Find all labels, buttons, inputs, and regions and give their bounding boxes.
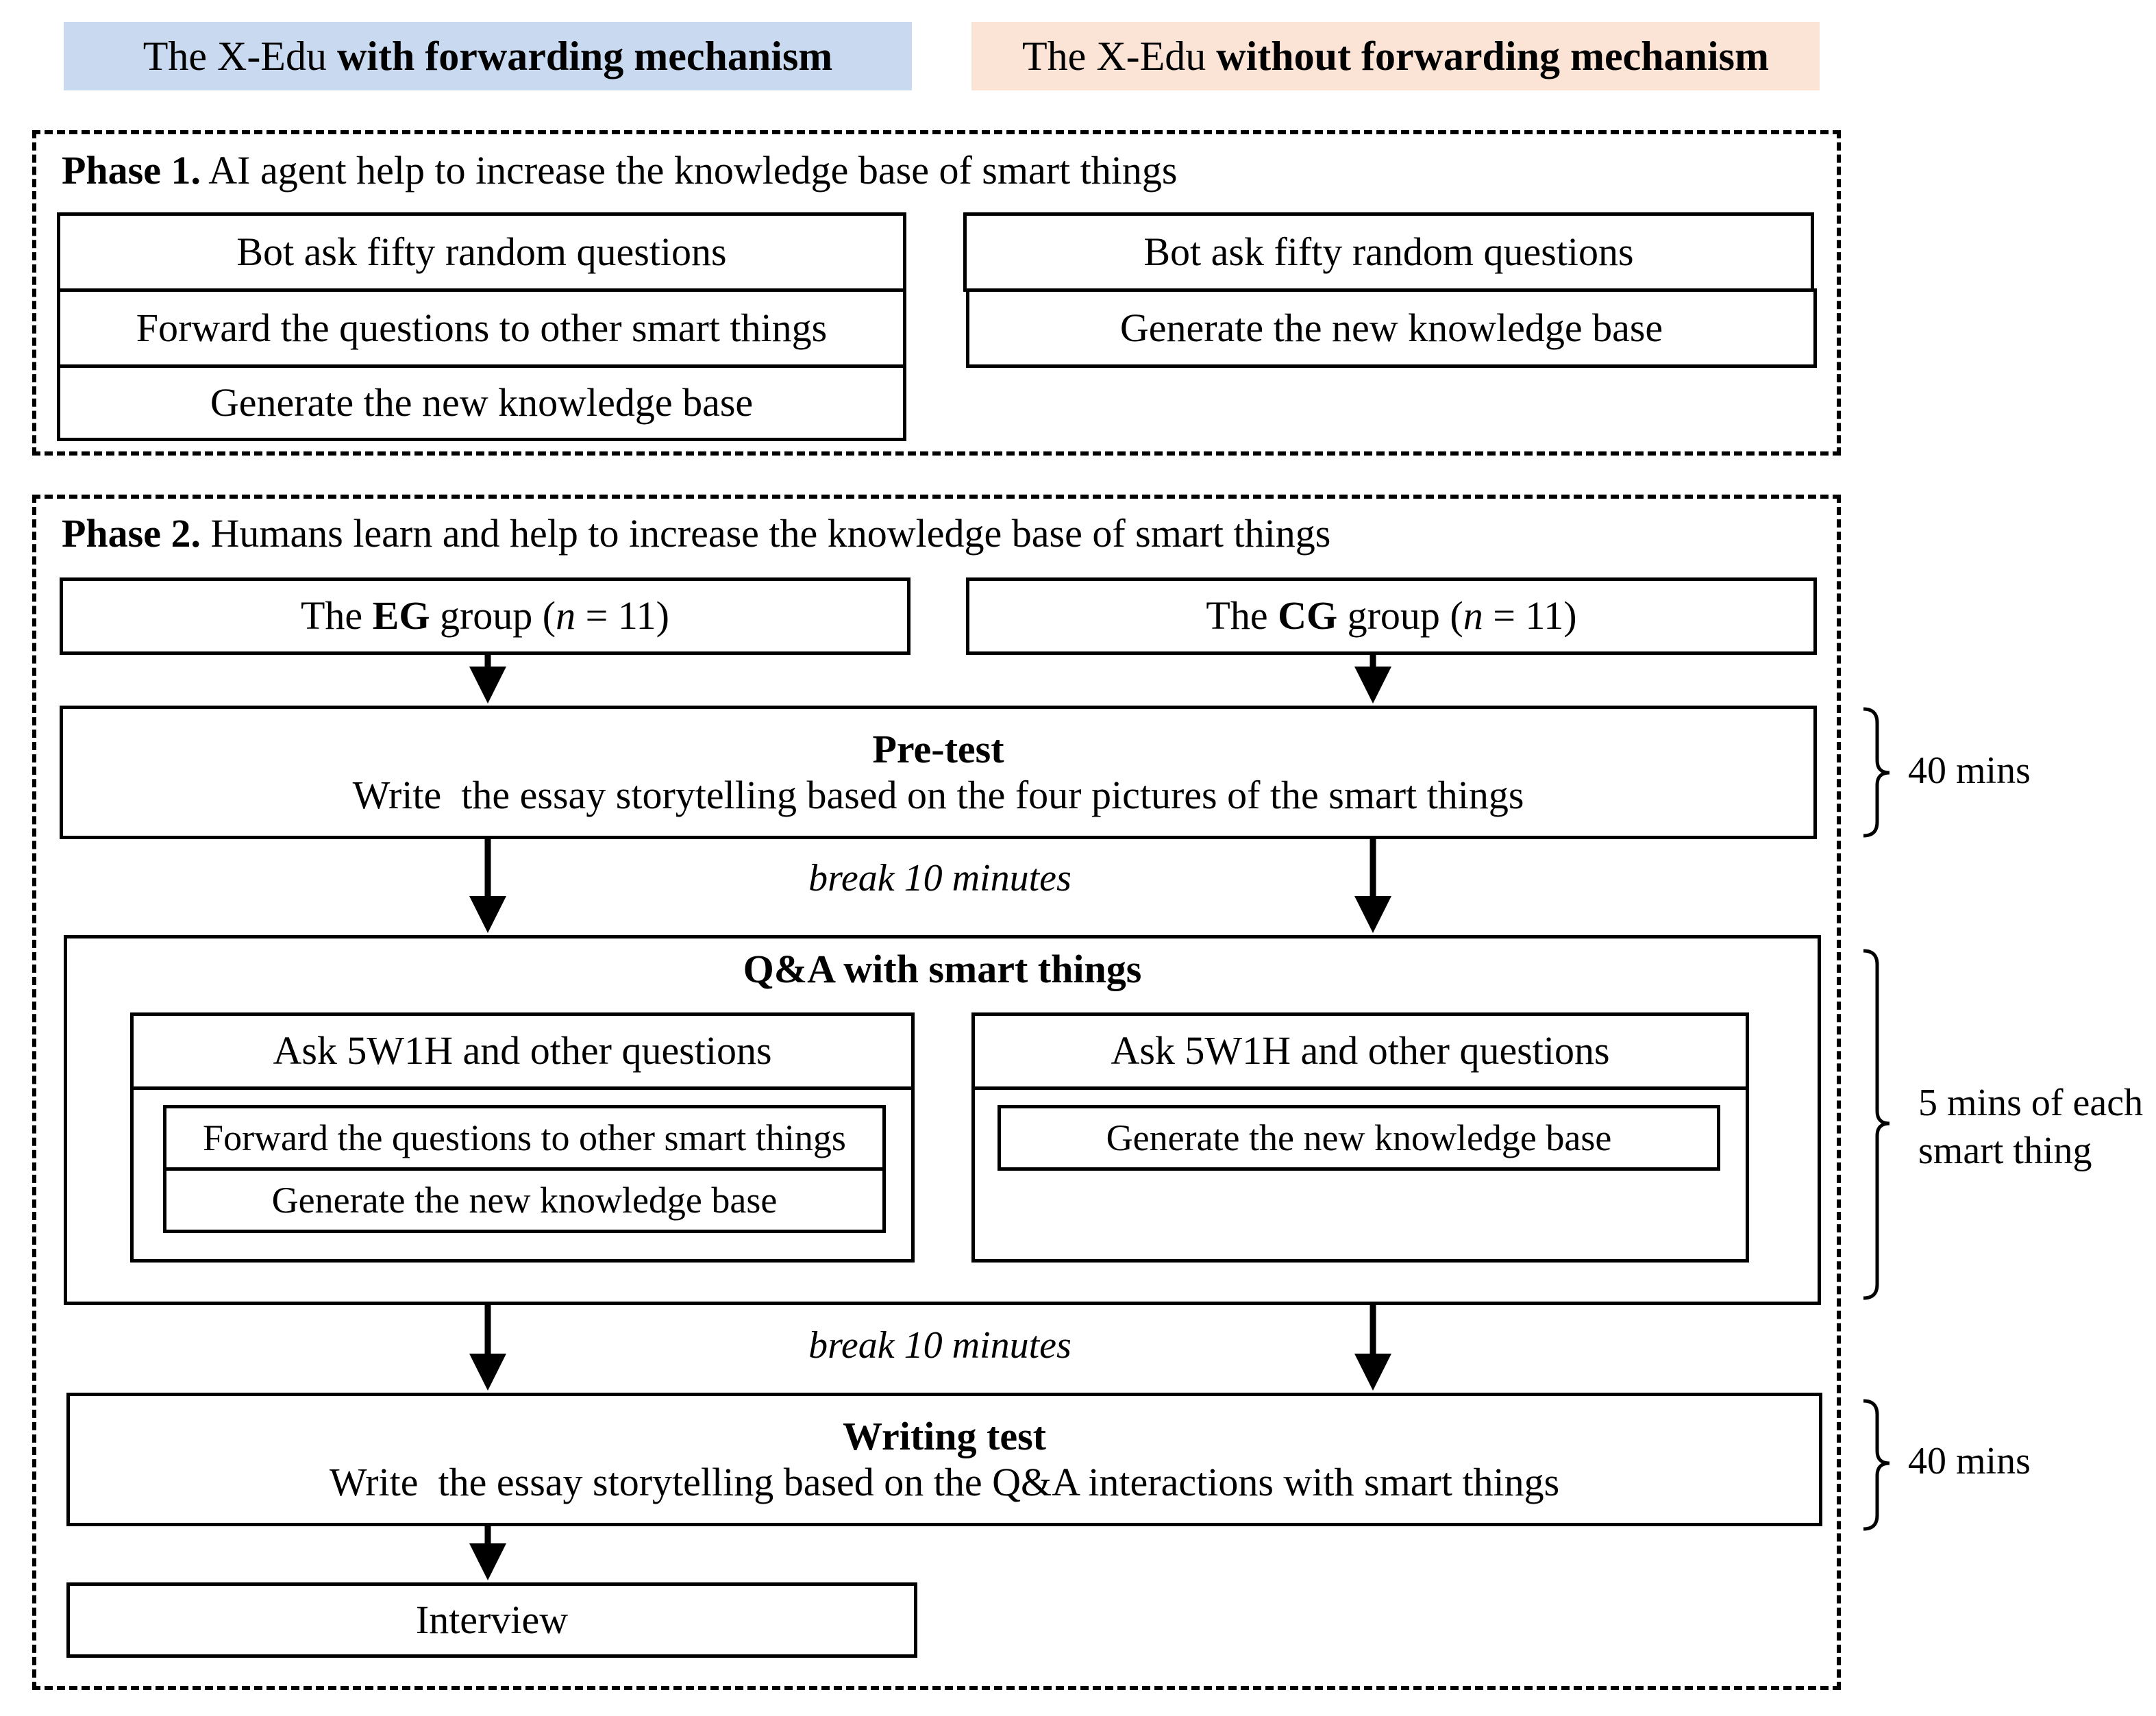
phase1-frame (32, 130, 1841, 456)
phase1-label: Phase 1. (62, 148, 201, 192)
pretest-title: Pre-test (872, 726, 1004, 771)
cg-post: = 11) (1483, 593, 1577, 638)
duration-writing: 40 mins (1908, 1440, 2031, 1482)
eg-group-box: The EG group (n = 11) (60, 577, 910, 655)
phase1-left-step-2-text: Forward the questions to other smart thi… (136, 305, 828, 350)
phase1-title: AI agent help to increase the knowledge … (201, 148, 1178, 192)
cg-bold: CG (1278, 593, 1338, 638)
duration-pretest: 40 mins (1908, 749, 2031, 792)
interview-box: Interview (66, 1582, 917, 1658)
qa-left-step-1-text: Forward the questions to other smart thi… (203, 1117, 846, 1158)
qa-left-head-text: Ask 5W1H and other questions (273, 1028, 772, 1073)
qa-left-head: Ask 5W1H and other questions (130, 1012, 915, 1090)
duration-qa-line2: smart thing (1918, 1130, 2092, 1172)
break-label-2: break 10 minutes (808, 1324, 1071, 1367)
legend-without-bold: without forwarding mechanism (1216, 33, 1769, 79)
pretest-box: Pre-test Write the essay storytelling ba… (60, 706, 1817, 839)
phase1-right-step-1-text: Bot ask fifty random questions (1143, 229, 1634, 274)
qa-left-step-1: Forward the questions to other smart thi… (163, 1105, 886, 1171)
legend-without-forwarding: The X-Edu without forwarding mechanism (971, 22, 1820, 90)
cg-group-label: The CG group (n = 11) (1206, 593, 1576, 639)
cg-n: n (1463, 593, 1483, 638)
legend-with-prefix: The X-Edu (143, 33, 337, 79)
phase1-right-step-2: Generate the new knowledge base (966, 288, 1817, 368)
eg-pre: The (301, 593, 373, 638)
legend-with-bold: with forwarding mechanism (336, 33, 833, 79)
writing-test-title: Writing test (843, 1413, 1046, 1458)
eg-group-label: The EG group (n = 11) (301, 593, 669, 639)
legend-with-forwarding: The X-Edu with forwarding mechanism (64, 22, 912, 90)
qa-right-step-1: Generate the new knowledge base (998, 1105, 1720, 1171)
cg-group-box: The CG group (n = 11) (966, 577, 1817, 655)
cg-pre: The (1206, 593, 1278, 638)
phase2-frame (32, 495, 1841, 1690)
qa-title: Q&A with smart things (743, 947, 1142, 991)
phase1-heading: Phase 1. AI agent help to increase the k… (62, 147, 1177, 193)
writing-test-box: Writing test Write the essay storytellin… (66, 1393, 1822, 1526)
legend-without-prefix: The X-Edu (1022, 33, 1217, 79)
cg-mid: group ( (1337, 593, 1463, 638)
qa-left-step-2-text: Generate the new knowledge base (271, 1179, 778, 1221)
bracket-pretest (1863, 707, 1890, 838)
qa-box (64, 935, 1821, 1305)
eg-mid: group ( (430, 593, 556, 638)
bracket-qa (1863, 949, 1890, 1300)
phase1-left-step-3-text: Generate the new knowledge base (210, 380, 754, 425)
phase1-left-step-1-text: Bot ask fifty random questions (236, 229, 727, 274)
phase2-heading: Phase 2. Humans learn and help to increa… (62, 510, 1330, 556)
phase1-left-step-1: Bot ask fifty random questions (57, 212, 906, 292)
eg-bold: EG (372, 593, 430, 638)
phase1-right-step-2-text: Generate the new knowledge base (1119, 305, 1663, 350)
qa-right-head: Ask 5W1H and other questions (971, 1012, 1749, 1090)
pretest-desc: Write the essay storytelling based on th… (352, 772, 1524, 817)
eg-n: n (556, 593, 576, 638)
qa-left-step-2: Generate the new knowledge base (163, 1167, 886, 1233)
qa-right-step-1-text: Generate the new knowledge base (1106, 1117, 1612, 1158)
interview-text: Interview (415, 1597, 569, 1642)
duration-qa-line1: 5 mins of each (1918, 1082, 2144, 1124)
qa-right-head-text: Ask 5W1H and other questions (1111, 1028, 1610, 1073)
break-label-1: break 10 minutes (808, 857, 1071, 899)
writing-test-desc: Write the essay storytelling based on th… (329, 1459, 1560, 1504)
eg-post: = 11) (575, 593, 669, 638)
phase1-right-step-1: Bot ask fifty random questions (963, 212, 1814, 292)
phase2-title: Humans learn and help to increase the kn… (201, 511, 1331, 556)
phase1-left-step-3: Generate the new knowledge base (57, 364, 906, 441)
bracket-writing (1863, 1399, 1890, 1531)
phase2-label: Phase 2. (62, 511, 201, 556)
